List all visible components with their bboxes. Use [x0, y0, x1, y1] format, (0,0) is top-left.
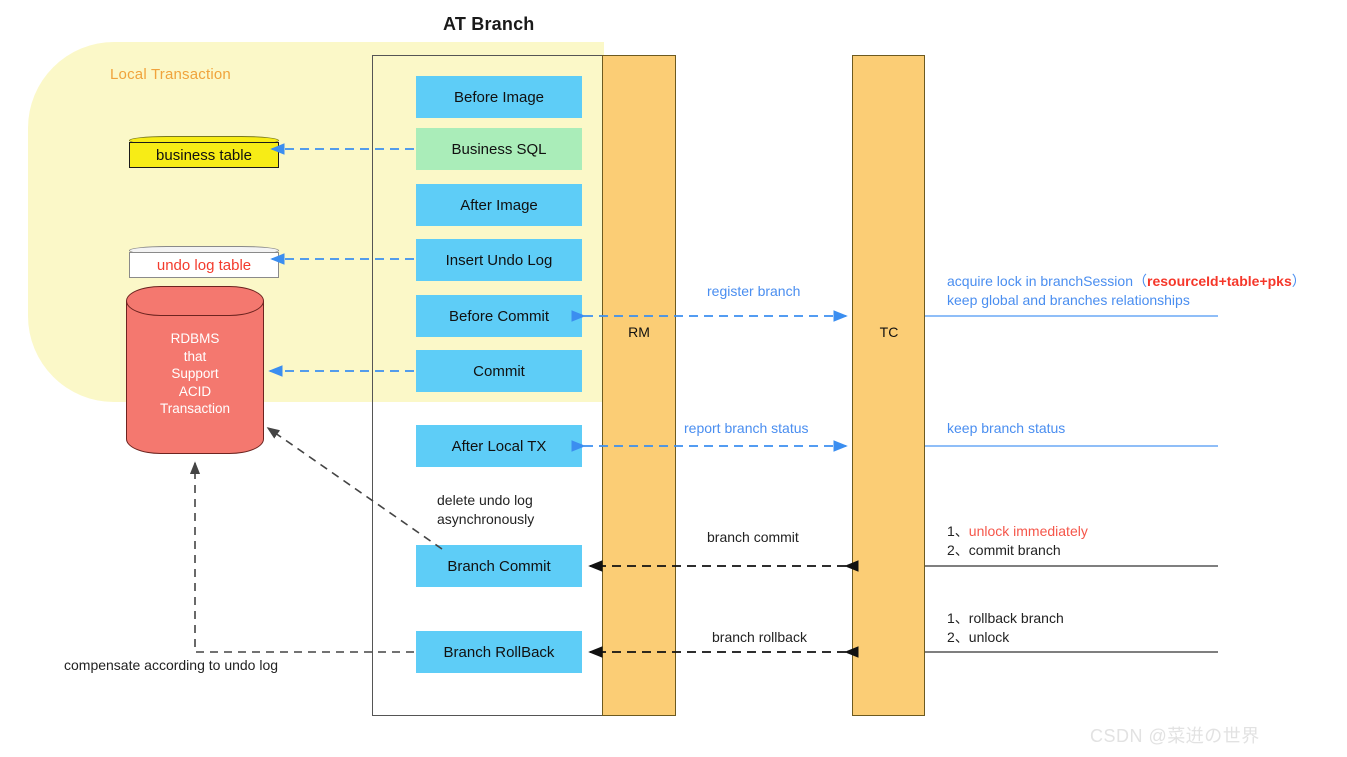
- rollback-branch-text: rollback branch: [968, 610, 1064, 626]
- commit-branch-text: commit branch: [968, 542, 1061, 558]
- paren-open: （: [1133, 273, 1147, 289]
- step-box-after-local-tx[interactable]: After Local TX: [416, 425, 582, 467]
- step-box-business-sql[interactable]: Business SQL: [416, 128, 582, 170]
- tc-rollback-annotation: 1、rollback branch 2、unlock: [947, 609, 1064, 647]
- step-box-branch-rollback[interactable]: Branch RollBack: [416, 631, 582, 673]
- step-box-label: After Local TX: [451, 437, 547, 455]
- step-box-label: Business SQL: [451, 140, 547, 158]
- rdbms-line-2: Support: [171, 366, 219, 381]
- tc-commit-line1: 1、unlock immediately: [947, 522, 1088, 541]
- rollback-item1-number: 1、: [947, 610, 969, 626]
- step-box-before-image[interactable]: Before Image: [416, 76, 582, 118]
- branch-rollback-label: branch rollback: [712, 629, 807, 645]
- page-title: AT Branch: [443, 14, 535, 34]
- rm-lane-label: RM: [628, 324, 650, 340]
- step-box-label: Branch Commit: [447, 557, 551, 575]
- step-box-after-image[interactable]: After Image: [416, 184, 582, 226]
- step-box-before-commit[interactable]: Before Commit: [416, 295, 582, 337]
- tc-commit-annotation: 1、unlock immediately 2、commit branch: [947, 522, 1088, 560]
- report-branch-status-label: report branch status: [684, 420, 809, 436]
- step-box-branch-commit[interactable]: Branch Commit: [416, 545, 582, 587]
- cylinder-body: [126, 301, 264, 439]
- unlock-text: unlock: [968, 629, 1010, 645]
- rdbms-line-1: that: [183, 348, 207, 364]
- rdbms-line-4: Transaction: [159, 401, 231, 416]
- compensate-annotation: compensate according to undo log: [64, 657, 279, 673]
- step-box-label: Commit: [473, 362, 525, 380]
- tc-commit-line2: 2、commit branch: [947, 541, 1088, 560]
- tc-rollback-line2: 2、unlock: [947, 628, 1064, 647]
- step-box-label: Before Commit: [448, 307, 550, 325]
- local-transaction-label: Local Transaction: [110, 66, 231, 83]
- business-table-shape: business table: [129, 133, 279, 168]
- tc-register-line2: keep global and branches relationships: [947, 292, 1190, 308]
- paren-close: ）: [1291, 273, 1306, 289]
- cylinder-top: [126, 286, 264, 316]
- delete-undo-log-line1: delete undo log: [437, 492, 533, 508]
- step-box-insert-undo-log[interactable]: Insert Undo Log: [416, 239, 582, 281]
- step-box-label: Insert Undo Log: [445, 251, 553, 269]
- undo-log-table-label: undo log table: [129, 252, 279, 278]
- acquire-lock-text: acquire lock in branchSession: [947, 273, 1133, 289]
- step-box-label: Branch RollBack: [443, 643, 555, 661]
- step-box-commit[interactable]: Commit: [416, 350, 582, 392]
- step-box-label: After Image: [460, 196, 538, 214]
- rdbms-line-3: ACID: [178, 383, 212, 399]
- tc-register-annotation: acquire lock in branchSession（resourceId…: [947, 272, 1306, 310]
- commit-item2-number: 2、: [947, 542, 969, 558]
- tc-register-line1: acquire lock in branchSession（resourceId…: [947, 272, 1306, 291]
- unlock-immediately-text: unlock immediately: [968, 523, 1088, 539]
- delete-undo-log-line2: asynchronously: [437, 511, 535, 527]
- tc-status-annotation: keep branch status: [947, 420, 1066, 436]
- rdbms-line-0: RDBMS: [170, 331, 220, 346]
- undo-log-table-shape: undo log table: [129, 243, 279, 278]
- branch-commit-label: branch commit: [707, 529, 799, 545]
- resource-key-text: resourceId+table+pks: [1147, 273, 1292, 289]
- business-table-label: business table: [129, 142, 279, 168]
- watermark: CSDN @菜逬の世界: [1090, 726, 1260, 746]
- tc-rollback-line1: 1、rollback branch: [947, 609, 1064, 628]
- rollback-item2-number: 2、: [947, 629, 969, 645]
- tc-lane-label: TC: [879, 324, 899, 340]
- tc-lane: [852, 55, 925, 716]
- register-branch-label: register branch: [707, 283, 801, 299]
- commit-item1-number: 1、: [947, 523, 969, 539]
- step-box-label: Before Image: [453, 88, 545, 106]
- delete-undo-log-annotation: delete undo log asynchronously: [437, 491, 534, 529]
- rm-lane: [602, 55, 676, 716]
